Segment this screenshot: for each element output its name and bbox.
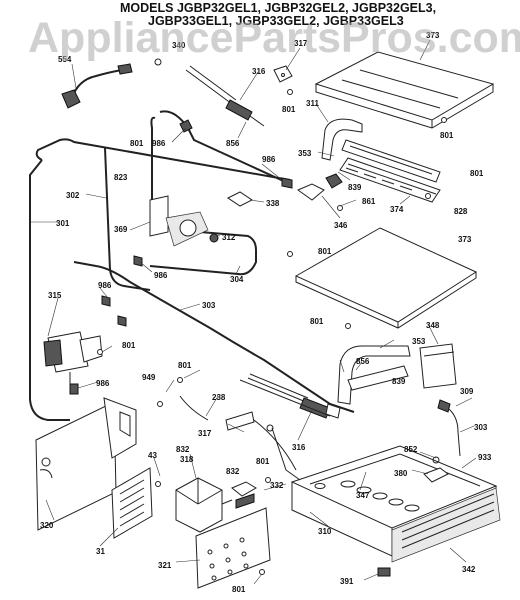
part-label-374[interactable]: 374 [390,205,404,214]
part-label-309[interactable]: 309 [460,387,474,396]
part-label-832-a[interactable]: 832 [176,445,190,454]
part-label-839-top[interactable]: 839 [348,183,362,192]
safety-valve-315 [43,331,103,384]
part-label-986-d[interactable]: 986 [98,281,112,290]
part-label-302[interactable]: 302 [66,191,80,200]
part-label-310[interactable]: 310 [318,527,332,536]
top-shield-373 [314,51,495,129]
part-label-316-low[interactable]: 316 [292,443,306,452]
mounting-bracket-320 [35,397,137,531]
part-label-801-b[interactable]: 801 [440,131,454,140]
part-label-986-c[interactable]: 986 [154,271,168,280]
part-label-373-mid[interactable]: 373 [458,235,472,244]
part-label-801-g[interactable]: 801 [122,341,136,350]
broil-burner-311 [321,118,441,203]
part-label-839-low[interactable]: 839 [392,377,406,386]
part-label-801-d[interactable]: 801 [470,169,484,178]
part-label-301[interactable]: 301 [56,219,70,228]
thermostat-bulb-309 [437,399,461,457]
part-label-321[interactable]: 321 [158,561,172,570]
part-label-986-e[interactable]: 986 [96,379,110,388]
part-label-986-b[interactable]: 986 [262,155,276,164]
part-label-856-top[interactable]: 856 [226,139,240,148]
part-labels: 554 340 317 373 316 801 311 801 801 986 … [40,31,492,594]
part-label-317-top[interactable]: 317 [294,39,308,48]
part-label-801-j[interactable]: 801 [232,585,246,594]
bottom-shield-373 [294,227,478,329]
part-label-380[interactable]: 380 [394,469,408,478]
part-label-346[interactable]: 346 [334,221,348,230]
part-label-342[interactable]: 342 [462,565,476,574]
part-label-353-top[interactable]: 353 [298,149,312,158]
part-label-373-top[interactable]: 373 [426,31,440,40]
leader-lines [30,39,477,585]
part-label-318[interactable]: 318 [180,455,194,464]
part-label-31[interactable]: 31 [96,547,105,556]
models-title: MODELS JGBP32GEL1, JGBP32GEL2, JGBP32GEL… [120,2,436,28]
part-label-315[interactable]: 315 [48,291,62,300]
part-label-933[interactable]: 933 [478,453,492,462]
part-label-304[interactable]: 304 [230,275,244,284]
part-label-828[interactable]: 828 [454,207,468,216]
part-label-801-a[interactable]: 801 [282,105,296,114]
oven-valve-312 [149,183,325,247]
part-label-311[interactable]: 311 [306,99,319,108]
part-label-312[interactable]: 312 [222,233,236,242]
part-label-238[interactable]: 238 [212,393,226,402]
part-label-303-mid[interactable]: 303 [202,301,216,310]
part-label-801-i[interactable]: 801 [256,457,270,466]
terminal-board-31 [111,467,153,539]
gas-tubing [29,110,355,421]
igniter-316-lower [225,373,341,432]
part-label-801-e[interactable]: 801 [318,247,332,256]
part-label-353-low[interactable]: 353 [412,337,426,346]
models-line-1: MODELS JGBP32GEL1, JGBP32GEL2, JGBP32GEL… [120,1,437,15]
part-label-986-a[interactable]: 986 [152,139,166,148]
igniter-lead-554 [61,63,133,109]
part-label-316-top[interactable]: 316 [252,67,266,76]
part-label-823[interactable]: 823 [114,173,128,182]
part-label-949[interactable]: 949 [142,373,156,382]
part-label-303-low[interactable]: 303 [474,423,488,432]
watermark: AppliancePartsPros.com [28,14,520,62]
part-label-320[interactable]: 320 [40,521,54,530]
models-line-2: JGBP33GEL1, JGBP33GEL2, JGBP33GEL3 [148,14,404,28]
screws [97,89,447,575]
part-label-554[interactable]: 554 [58,55,72,64]
part-label-338[interactable]: 338 [266,199,280,208]
part-label-801-c[interactable]: 801 [130,139,144,148]
control-box-318 [175,477,257,533]
part-label-369[interactable]: 369 [114,225,128,234]
part-label-852[interactable]: 852 [404,445,418,454]
part-label-801-h[interactable]: 801 [178,361,192,370]
part-label-801-f[interactable]: 801 [310,317,324,326]
part-label-347[interactable]: 347 [356,491,370,500]
part-label-348[interactable]: 348 [426,321,440,330]
wiring [179,379,331,505]
part-label-332[interactable]: 332 [270,481,284,490]
part-label-832-b[interactable]: 832 [226,467,240,476]
part-label-43[interactable]: 43 [148,451,157,460]
oven-bottom-310 [290,445,501,577]
bake-burner-353 [337,343,457,405]
igniter-316-upper [154,58,293,127]
part-label-317-low[interactable]: 317 [198,429,212,438]
part-label-856-low[interactable]: 856 [356,357,370,366]
part-label-391[interactable]: 391 [340,577,354,586]
part-label-861[interactable]: 861 [362,197,376,206]
access-panel-321 [195,507,271,589]
part-label-340[interactable]: 340 [172,41,186,50]
